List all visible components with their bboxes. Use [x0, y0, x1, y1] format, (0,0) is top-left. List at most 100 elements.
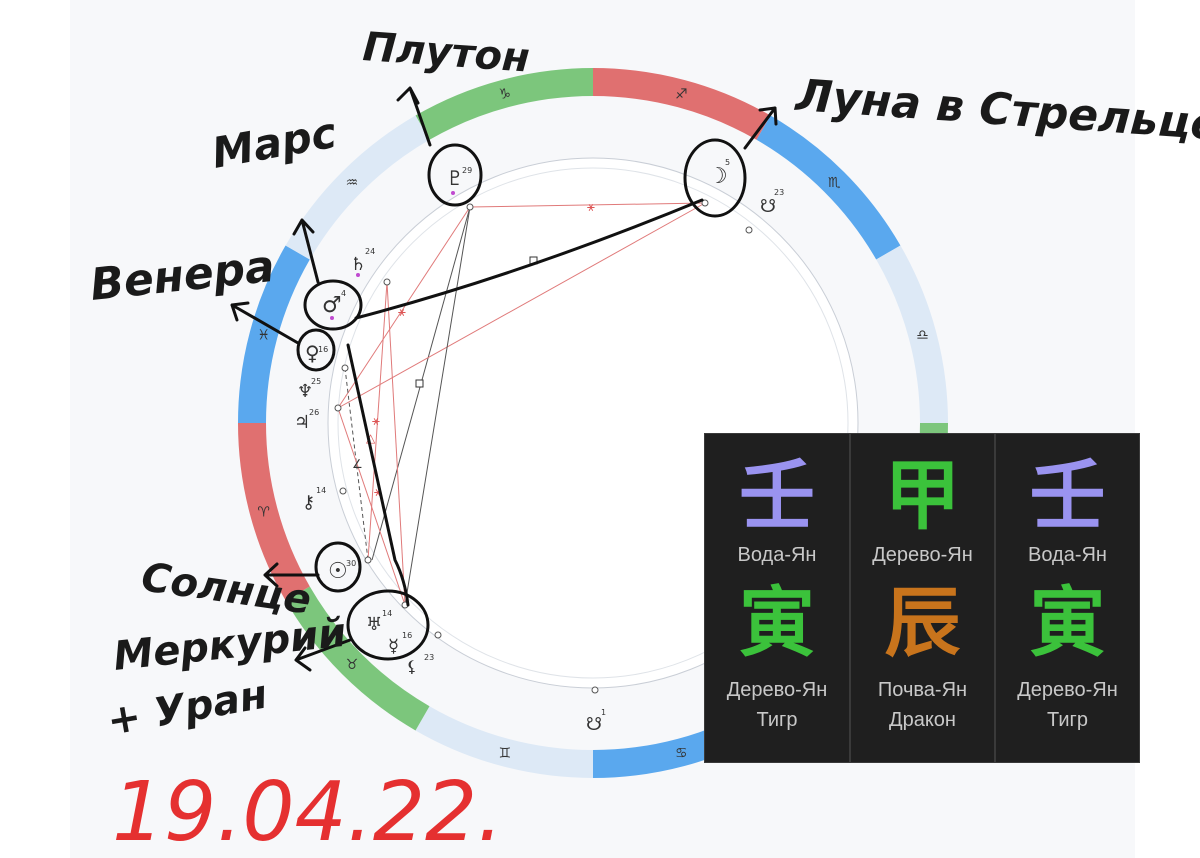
zodiac-sign-glyph: ♎: [916, 328, 929, 344]
aspect-point: [339, 487, 347, 495]
mars-moon-line: [354, 198, 704, 320]
bazi-day-pillar: 壬 Вода-Ян 寅 Дерево-Ян Тигр: [995, 433, 1140, 763]
aspect-point: [364, 556, 372, 564]
mars-marker: [330, 316, 334, 320]
aspect-point: [434, 631, 442, 639]
zodiac-segment: [415, 68, 593, 140]
zodiac-segment: [593, 68, 771, 140]
jupiter-degree: 26: [309, 408, 319, 417]
date-label: 19.04.22.: [112, 765, 503, 858]
zodiac-sign-glyph: ♒: [346, 175, 359, 191]
semisextile-marker: ∠: [352, 457, 363, 471]
mars-glyph: ♂: [322, 293, 342, 318]
bazi-branch-day: 寅: [1029, 578, 1106, 667]
node-glyph: ☋: [760, 196, 776, 217]
uranus-degree: 14: [382, 609, 392, 618]
opposition-marker: ⚹: [374, 485, 382, 500]
zodiac-segment: [238, 423, 310, 601]
bazi-branch-year: 寅: [739, 578, 815, 667]
zodiac-ring: [238, 68, 948, 778]
zodiac-sign-glyph: ♈: [257, 504, 270, 520]
square-marker: [415, 379, 424, 388]
aspect-line: [404, 206, 471, 606]
hand-drawn-circles: [296, 138, 747, 661]
pluto-glyph: ♇: [446, 166, 464, 190]
saturn-marker: [356, 273, 360, 277]
mercury-degree: 16: [402, 631, 412, 640]
moon-glyph: ☽: [708, 164, 728, 189]
saturn-glyph: ♄: [350, 254, 366, 275]
bazi-stem-element-day: Вода-Ян: [1028, 544, 1107, 566]
moon-arrow: [743, 106, 778, 150]
zodiac-sign-glyph: ♏: [828, 175, 841, 191]
uranus-glyph: ♅: [366, 614, 382, 635]
aspect-line: [337, 206, 471, 409]
venus-mercury-line: [346, 343, 410, 607]
aspect-line: [386, 281, 406, 606]
bazi-branch-element-month: Почва-Ян: [877, 679, 968, 701]
planets: ♇ 29 ☽ 5 ☋ 23 ♄ 24 ♂ 4 ♀ 16 ♆ 25 ♃ 26 ⚷ …: [294, 158, 784, 735]
aspect-markers: ⚹ ⚹ ⚹ ⚹ △ ∠: [352, 200, 595, 500]
bazi-branch-element-year: Дерево-Ян: [726, 679, 828, 701]
aspect-point: [591, 686, 599, 694]
venus-arrow: [230, 301, 300, 345]
bazi-month-pillar: 甲 Дерево-Ян 辰 Почва-Ян Дракон: [850, 433, 995, 763]
moon-degree: 5: [725, 158, 730, 167]
annotation-arrows: [230, 86, 778, 672]
zodiac-sign-glyph: ♑: [498, 87, 511, 103]
opposition-marker: ⚹: [372, 414, 380, 429]
bazi-branch-info-year: Дерево-Ян Тигр: [727, 675, 828, 735]
moon-circle: [683, 138, 747, 218]
bazi-branch-element-day: Дерево-Ян: [1017, 679, 1118, 701]
aspect-line: [469, 202, 706, 208]
aspect-line: [367, 281, 388, 561]
house-circle-inner: [337, 167, 849, 679]
jupiter-glyph: ♃: [294, 412, 310, 433]
aspect-line: [337, 202, 706, 409]
zodiac-sign-glyph: ♐: [675, 87, 688, 103]
opposition-marker: ⚹: [587, 200, 595, 215]
aspect-point: [466, 203, 474, 211]
lilith-glyph: ⚸: [406, 657, 418, 676]
bazi-stem-element-month: Дерево-Ян: [872, 544, 973, 566]
chiron-glyph: ⚷: [302, 492, 315, 513]
zodiac-segment: [238, 245, 310, 423]
bazi-branch-info-month: Почва-Ян Дракон: [878, 675, 967, 735]
zodiac-segment: [285, 586, 430, 731]
mars-circle: [303, 279, 363, 331]
saturn-degree: 24: [365, 247, 375, 256]
hand-drawn-lines: [346, 198, 704, 607]
pluto-circle: [427, 143, 483, 207]
zodiac-segment: [756, 115, 901, 260]
lilith-degree: 23: [424, 653, 434, 662]
venus-circle: [296, 328, 336, 372]
neptune-glyph: ♆: [297, 381, 313, 402]
neptune-degree: 25: [311, 377, 321, 386]
pluto-arrow: [396, 86, 432, 147]
bazi-year-pillar: 壬 Вода-Ян 寅 Дерево-Ян Тигр: [704, 433, 850, 763]
bazi-branch-animal-day: Тигр: [1047, 709, 1088, 731]
mercury-arrow: [294, 638, 352, 672]
aspect-point: [334, 404, 342, 412]
south-node-degree: 1: [601, 708, 606, 717]
bazi-stem-day: 壬: [1029, 451, 1106, 540]
mercury-glyph: ☿: [388, 636, 399, 657]
bazi-branch-animal-month: Дракон: [889, 709, 956, 731]
mars-arrow: [292, 218, 320, 284]
zodiac-segment: [876, 245, 948, 423]
aspect-point: [383, 278, 391, 286]
bazi-stem-year: 壬: [739, 451, 815, 540]
south-node-glyph: ☋: [586, 714, 602, 735]
chiron-degree: 14: [316, 486, 326, 495]
venus-degree: 16: [318, 345, 328, 354]
aspect-point: [745, 226, 753, 234]
aspect-line: [337, 407, 406, 606]
sun-arrow: [263, 562, 320, 588]
bazi-stem-element-year: Вода-Ян: [737, 544, 817, 566]
aspect-line: [344, 367, 369, 561]
sun-circle: [314, 541, 362, 593]
bazi-stem-month: 甲: [884, 451, 961, 540]
mars-degree: 4: [341, 289, 346, 298]
mercury-uranus-circle: [346, 589, 430, 661]
bazi-branch-animal-year: Тигр: [756, 709, 798, 731]
